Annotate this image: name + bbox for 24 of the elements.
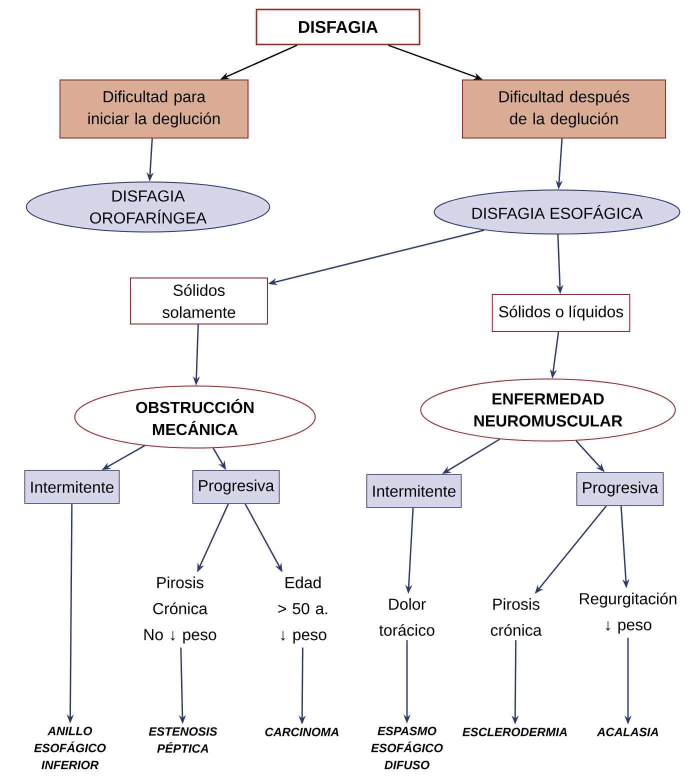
- diagnosis-text: ANILLO ESOFÁGICO INFERIOR: [34, 726, 106, 770]
- finding-text: Edad > 50 a. ↓ peso: [278, 576, 328, 644]
- box-node: DISFAGIA: [256, 8, 420, 46]
- condition-box: Sólidos o líquidos: [492, 294, 630, 332]
- ellipse-node: OBSTRUCCIÓN MECÁNICA: [74, 386, 316, 448]
- finding-text: Pirosis Crónica No ↓ peso: [144, 576, 216, 644]
- diagnosis-text: ESCLERODERMIA: [462, 728, 567, 736]
- diagnosis-text: CARCINOMA: [265, 728, 338, 736]
- category-box: Progresiva: [576, 472, 664, 506]
- ellipse-node: DISFAGIA OROFARÍNGEA: [26, 182, 270, 232]
- finding-text: Dolor torácico: [379, 598, 434, 636]
- process-box: Dificultad después de la deglución: [462, 80, 666, 138]
- diagnosis-text: ACALASIA: [596, 728, 658, 736]
- category-box: Progresiva: [192, 470, 280, 504]
- diagnosis-text: ESTENOSIS PÉPTICA: [148, 727, 218, 753]
- condition-box: Sólidos solamente: [130, 278, 268, 324]
- diagnosis-text: ESPASMO ESOFÁGICO DIFUSO: [371, 726, 443, 770]
- ellipse-node: ENFERMEDAD NEUROMUSCULAR: [420, 378, 676, 442]
- category-box: Intermitente: [24, 470, 120, 504]
- process-box: Dificultad para iniciar la deglución: [60, 80, 248, 138]
- finding-text: Regurgitación ↓ peso: [580, 592, 676, 634]
- finding-text: Pirosis crónica: [490, 598, 542, 636]
- category-box: Intermitente: [366, 474, 462, 508]
- ellipse-node: DISFAGIA ESOFÁGICA: [434, 190, 680, 234]
